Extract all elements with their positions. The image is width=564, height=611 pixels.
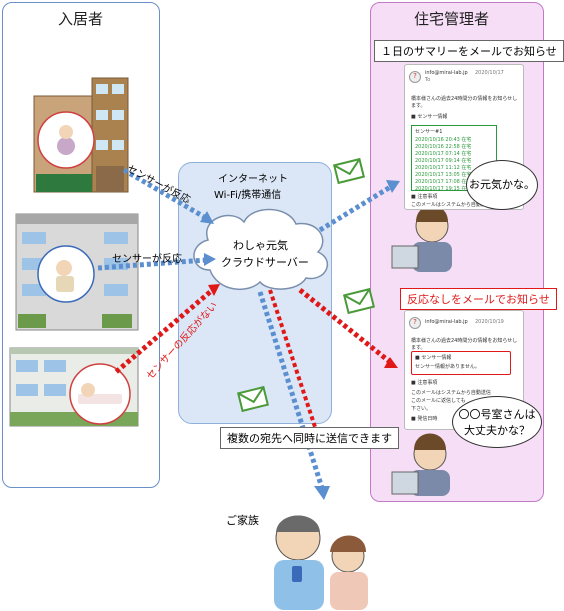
sensor-arrow-2-head bbox=[204, 253, 216, 266]
cloud-label-2: クラウドサーバー bbox=[221, 256, 309, 269]
manager-person-2-icon bbox=[391, 433, 450, 496]
email1-log-6: 2020/10/17 17:08 在宅 bbox=[415, 179, 472, 185]
speech-bubble-2: 〇〇号室さんは 大丈夫かな？ bbox=[452, 396, 542, 448]
alert-label: 反応なしをメールでお知らせ bbox=[400, 288, 557, 310]
apartment-building-1-icon bbox=[33, 77, 129, 193]
email2-section: ■ センサー情報 bbox=[415, 355, 452, 361]
email1-sensor-header: センサー#1 bbox=[415, 129, 443, 135]
internet-label: インターネット bbox=[218, 174, 288, 185]
email1-log-2: 2020/10/17 07:14 在宅 bbox=[415, 151, 472, 157]
email1-log-0: 2020/10/16 20:43 在宅 bbox=[415, 137, 472, 143]
manager-title: 住宅管理者 bbox=[414, 10, 490, 28]
envelope-icon-1 bbox=[332, 157, 366, 185]
alert-arrow bbox=[298, 288, 392, 364]
email1-log-1: 2020/10/16 22:58 在宅 bbox=[415, 144, 472, 150]
network-label: Wi-Fi/携帯通信 bbox=[214, 190, 282, 201]
family-arrow-head bbox=[314, 486, 330, 500]
internet-box bbox=[178, 162, 332, 424]
email2-alert: センサー情報がありません。 bbox=[415, 364, 480, 370]
email1-date: 2020/10/17 bbox=[475, 70, 504, 76]
apartment-building-2-icon bbox=[15, 213, 139, 331]
email1-footer-2: このメールはシステムから自動送信 bbox=[411, 202, 491, 208]
email1-log-box: センサー#1 2020/10/16 20:43 在宅 2020/10/16 22… bbox=[411, 125, 497, 192]
email1-section: ■ センサー情報 bbox=[411, 114, 448, 120]
family-icon bbox=[274, 515, 368, 610]
summary-arrow-head bbox=[386, 180, 400, 193]
family-label: ご家族 bbox=[226, 514, 259, 527]
speech-bubble-2-line2: 大丈夫かな？ bbox=[464, 424, 530, 437]
email1-body: 橋本様さんの過去24時間分の情報をお知らせします。 bbox=[411, 96, 518, 109]
alert-arrow-head bbox=[384, 357, 398, 368]
email2-footer-5: ■ 発信日時 bbox=[411, 416, 438, 422]
no-response-arrow-head bbox=[208, 284, 220, 296]
summary-label: １日のサマリーをメールでお知らせ bbox=[374, 40, 564, 62]
email2-footer-1: ■ 注意事項 bbox=[411, 380, 438, 386]
family-arrow-red bbox=[268, 289, 318, 431]
email1-to: To bbox=[425, 77, 431, 83]
cloud-label-1: わしゃ元気 bbox=[233, 239, 288, 252]
sensor-arrow-1 bbox=[122, 167, 208, 221]
envelope-icon-2 bbox=[342, 287, 376, 315]
speech-bubble-2-line1: 〇〇号室さんは bbox=[458, 408, 536, 421]
sensor-label-2: センサーが反応 bbox=[112, 254, 182, 265]
manager-person-1-icon bbox=[391, 205, 452, 272]
email2-footer-4: 下さい。 bbox=[411, 406, 432, 412]
diagram-graphics bbox=[9, 77, 452, 610]
email1-log-5: 2020/10/17 13:05 在宅 bbox=[415, 172, 472, 178]
email2-alert-box: ■ センサー情報 センサー情報がありません。 bbox=[411, 351, 511, 375]
family-arrow-blue bbox=[257, 291, 325, 489]
email2-footer-3: このメールに返信しても bbox=[411, 398, 466, 404]
multi-recipient-label: 複数の宛先へ同時に送信できます bbox=[220, 427, 399, 449]
email2-footer-2: このメールはシステムから自動送信 bbox=[411, 390, 491, 396]
email1-sender: info@mirai-lab.jp bbox=[425, 70, 468, 76]
email2-body: 橋本様さんの過去24時間分の情報をお知らせします。 bbox=[411, 338, 518, 351]
cloud-server-icon bbox=[193, 208, 329, 290]
email1-log-7: 2020/10/17 19:15 在宅 bbox=[415, 186, 472, 192]
summary-arrow bbox=[318, 183, 394, 233]
residents-title: 入居者 bbox=[58, 10, 104, 28]
speech-bubble-1: お元気かな。 bbox=[466, 160, 538, 210]
apartment-building-3-icon bbox=[9, 347, 139, 427]
email2-date: 2020/10/19 bbox=[475, 319, 504, 325]
envelope-icon-3 bbox=[236, 385, 270, 413]
email2-sender: info@mirai-lab.jp bbox=[425, 319, 468, 325]
email1-footer-1: ■ 注意事項 bbox=[411, 194, 438, 200]
email1-log-4: 2020/10/17 11:12 在宅 bbox=[415, 165, 472, 171]
sensor-arrow-1-head bbox=[200, 211, 214, 224]
email1-log-3: 2020/10/17 09:14 在宅 bbox=[415, 158, 472, 164]
